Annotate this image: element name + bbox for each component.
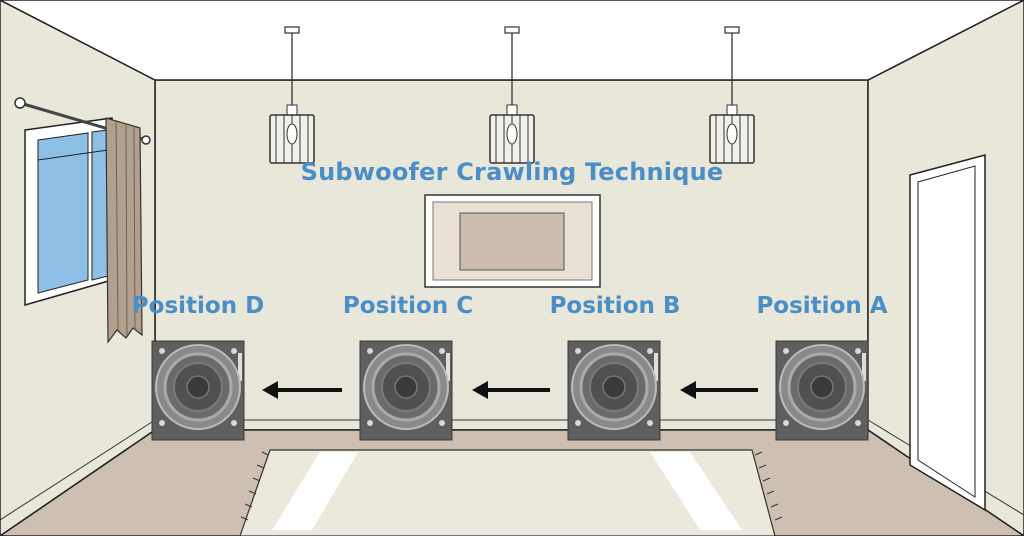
rug-icon <box>239 449 783 536</box>
door-icon <box>909 154 986 512</box>
position-label-b: Position B <box>549 293 681 319</box>
diagram-title: Subwoofer Crawling Technique <box>300 158 724 186</box>
wall-frame-icon <box>424 194 601 288</box>
curtain-icon <box>105 117 143 344</box>
subwoofer-icon <box>775 340 869 441</box>
pendant-lamp-icon <box>269 26 315 164</box>
arrow-left-icon <box>262 381 342 399</box>
pendant-lamp-icon <box>709 26 755 164</box>
subwoofer-icon <box>567 340 661 441</box>
subwoofer-icon <box>151 340 245 441</box>
speaker-row <box>151 340 869 441</box>
position-label-c: Position C <box>342 293 474 319</box>
subwoofer-icon <box>359 340 453 441</box>
window-icon <box>24 117 113 306</box>
pendant-lamp-icon <box>489 26 535 164</box>
arrow-left-icon <box>680 381 758 399</box>
position-label-d: Position D <box>131 293 265 319</box>
arrow-row <box>262 381 758 399</box>
arrow-left-icon <box>472 381 550 399</box>
position-label-a: Position A <box>756 293 888 319</box>
